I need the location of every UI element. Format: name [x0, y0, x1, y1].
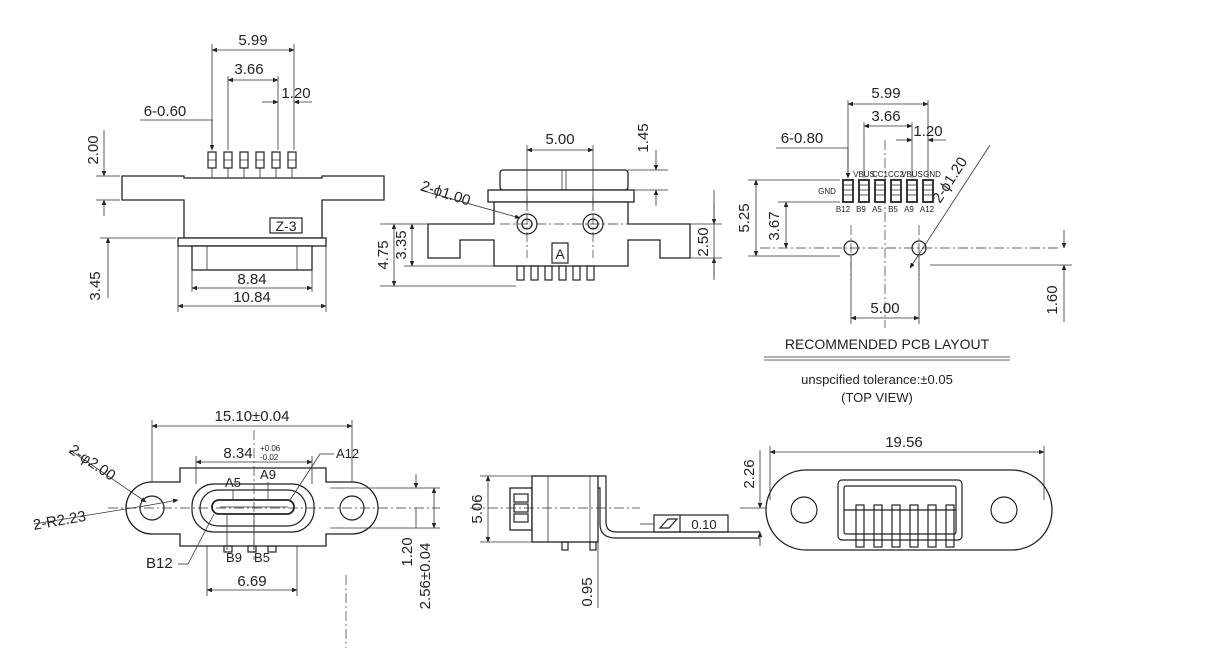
dim-side-h1: 4.75	[375, 240, 392, 269]
dim-side-top: 1.45	[635, 123, 652, 152]
pcb-pin-bottom-1: B9	[856, 205, 866, 214]
dim-left-height: 2.00	[85, 135, 102, 164]
dim-side-h2: 3.35	[393, 230, 410, 259]
dim-pro-bottom: 0.95	[579, 577, 596, 606]
dim-front-radius: 2-R2.23	[32, 508, 88, 534]
pcb-pads	[842, 179, 934, 203]
dim-pcb-pads: 6-0.80	[781, 130, 824, 147]
dim-top-span: 5.99	[238, 32, 267, 49]
dim-bottom-outer: 10.84	[233, 289, 271, 306]
profile-view: 5.06 2.26 0.95 0.10	[469, 450, 770, 608]
side-mark: A	[555, 246, 565, 262]
side-view: A 5.00 1.45 2-ϕ1.00 4.75	[375, 123, 722, 287]
dim-pro-h: 5.06	[469, 494, 486, 523]
dim-pcb-h1: 5.25	[736, 203, 753, 232]
front-pin-a5: A5	[225, 475, 241, 490]
dim-pcb-pitch: 1.20	[913, 123, 942, 140]
dim-left-bottom: 3.45	[87, 271, 104, 300]
pcb-pin-top-5: GND	[923, 170, 941, 179]
dim-pcb-right: 1.60	[1044, 285, 1061, 314]
side-pins	[516, 265, 595, 281]
dim-pcb-holes: 2-ϕ1.20	[929, 154, 971, 206]
front-view: 15.10±0.04 8.34 +0.06 -0.02 A5 A9 A12 B1…	[32, 408, 440, 648]
pcb-layout: GND VBUS CC1 CC2 VBUS GND B12 B9 A5 B5 A…	[736, 85, 1072, 405]
dim-pcb-hole-dist: 5.00	[870, 300, 899, 317]
dim-pcb-h2: 3.67	[766, 211, 783, 240]
dim-front-tol-up: +0.06	[260, 444, 281, 453]
dim-bottom-inner: 8.84	[237, 271, 266, 288]
pcb-pin-top-2: CC1	[872, 170, 889, 179]
dim-top-mid: 3.66	[234, 61, 263, 78]
pcb-pin-bottom-2: A5	[872, 205, 882, 214]
dim-front-width: 15.10±0.04	[215, 408, 290, 425]
front-pin-a9: A9	[260, 467, 276, 482]
front-pin-b5: B5	[254, 550, 270, 565]
pcb-pin-top-0: GND	[818, 187, 836, 196]
dim-pcb-span: 5.99	[871, 85, 900, 102]
layout-title: RECOMMENDED PCB LAYOUT	[785, 336, 990, 352]
dim-front-opening: 8.34	[223, 445, 252, 462]
dim-pcb-mid: 3.66	[871, 108, 900, 125]
pcb-pin-top-3: CC2	[888, 170, 905, 179]
dim-side-width: 5.00	[545, 131, 574, 148]
top-pins	[207, 151, 297, 178]
tolerance-note: unspcified tolerance:±0.05	[801, 372, 953, 387]
front-pin-b12: B12	[146, 555, 173, 572]
dim-rear-width: 19.56	[885, 434, 923, 451]
dim-front-h2: 2.56±0.04	[417, 543, 434, 610]
dim-pro-top: 2.26	[741, 459, 758, 488]
dim-top-pitch: 1.20	[281, 85, 310, 102]
view-note: (TOP VIEW)	[841, 390, 913, 405]
flatness-value: 0.10	[691, 517, 716, 532]
dim-side-holes: 2-ϕ1.00	[419, 178, 473, 210]
front-pin-b9: B9	[226, 550, 242, 565]
top-view: Z-3 5.99 3.66 1.20	[85, 32, 385, 312]
rear-pins	[855, 504, 955, 548]
dim-front-bottom: 6.69	[237, 573, 266, 590]
front-pin-a12: A12	[336, 446, 359, 461]
dim-front-h1: 1.20	[399, 537, 416, 566]
pcb-pin-bottom-5: A12	[920, 205, 935, 214]
dim-top-pins: 6-0.60	[144, 103, 187, 120]
dim-side-right: 2.50	[695, 227, 712, 256]
pcb-pin-bottom-4: A9	[904, 205, 914, 214]
dim-front-holes: 2-φ2.00	[66, 441, 119, 484]
pcb-pin-bottom-0: B12	[836, 205, 851, 214]
marking-label: Z-3	[276, 218, 297, 234]
dim-front-tol-dn: -0.02	[260, 453, 279, 462]
pcb-pin-bottom-3: B5	[888, 205, 898, 214]
rear-view: 19.56	[765, 434, 1053, 551]
